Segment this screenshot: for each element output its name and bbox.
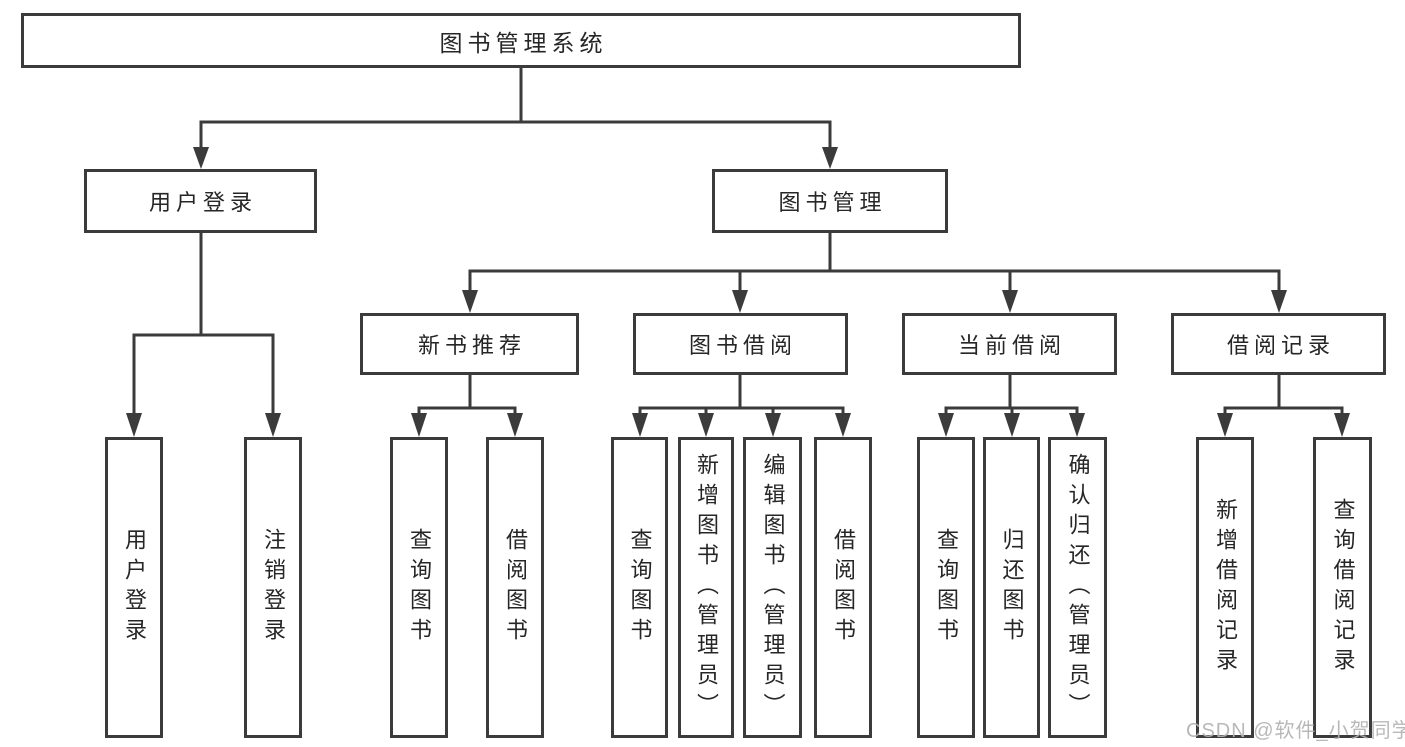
node-label: 确认归还（管理员） bbox=[1065, 452, 1091, 723]
leaf-user-login: 用户登录 bbox=[105, 437, 163, 738]
node-label: 新书推荐 bbox=[417, 333, 526, 358]
leaf-borrow-books-borrowing: 借阅图书 bbox=[814, 437, 872, 738]
leaf-query-borrow-record: 查询借阅记录 bbox=[1313, 437, 1372, 738]
node-label: 注销登录 bbox=[261, 527, 286, 648]
node-label: 归还图书 bbox=[999, 527, 1025, 648]
leaf-query-books-borrowing: 查询图书 bbox=[611, 437, 668, 738]
node-label: 图书管理 bbox=[778, 190, 887, 215]
node-label: 借阅图书 bbox=[831, 527, 856, 648]
node-user-login: 用户登录 bbox=[84, 169, 317, 233]
node-label: 用户登录 bbox=[148, 190, 257, 215]
node-label: 图书借阅 bbox=[688, 333, 797, 358]
leaf-add-borrow-record: 新增借阅记录 bbox=[1196, 437, 1254, 738]
leaf-query-books-recommend: 查询图书 bbox=[390, 437, 448, 738]
node-label: 查询图书 bbox=[627, 527, 653, 648]
node-current-borrowing: 当前借阅 bbox=[902, 313, 1117, 375]
leaf-borrow-books-recommend: 借阅图书 bbox=[486, 437, 544, 738]
node-label: 用户登录 bbox=[122, 527, 147, 648]
node-new-book-recommendation: 新书推荐 bbox=[360, 313, 579, 375]
leaf-logout-login: 注销登录 bbox=[244, 437, 302, 738]
node-label: 查询图书 bbox=[934, 527, 959, 648]
leaf-query-books-current: 查询图书 bbox=[917, 437, 975, 738]
node-borrowing-records: 借阅记录 bbox=[1171, 313, 1386, 375]
node-book-borrowing: 图书借阅 bbox=[633, 313, 848, 375]
arrowheads bbox=[126, 147, 1350, 437]
leaf-add-book-admin: 新增图书（管理员） bbox=[678, 437, 734, 738]
node-library-management-system: 图书管理系统 bbox=[21, 13, 1021, 68]
node-label: 新增借阅记录 bbox=[1213, 497, 1238, 678]
leaf-confirm-return-admin: 确认归还（管理员） bbox=[1048, 437, 1107, 738]
node-label: 查询借阅记录 bbox=[1330, 497, 1356, 678]
node-label: 图书管理系统 bbox=[439, 29, 608, 56]
csdn-watermark: CSDN @软件_小贺同学 bbox=[1186, 720, 1405, 742]
node-label: 查询图书 bbox=[407, 527, 432, 648]
node-book-management: 图书管理 bbox=[712, 169, 948, 233]
node-label: 借阅图书 bbox=[503, 527, 528, 648]
node-label: 编辑图书（管理员） bbox=[760, 452, 786, 723]
node-label: 新增图书（管理员） bbox=[694, 452, 719, 723]
node-label: 当前借阅 bbox=[957, 333, 1066, 358]
leaf-return-book: 归还图书 bbox=[983, 437, 1040, 738]
node-label: 借阅记录 bbox=[1226, 333, 1335, 358]
leaf-edit-book-admin: 编辑图书（管理员） bbox=[743, 437, 802, 738]
